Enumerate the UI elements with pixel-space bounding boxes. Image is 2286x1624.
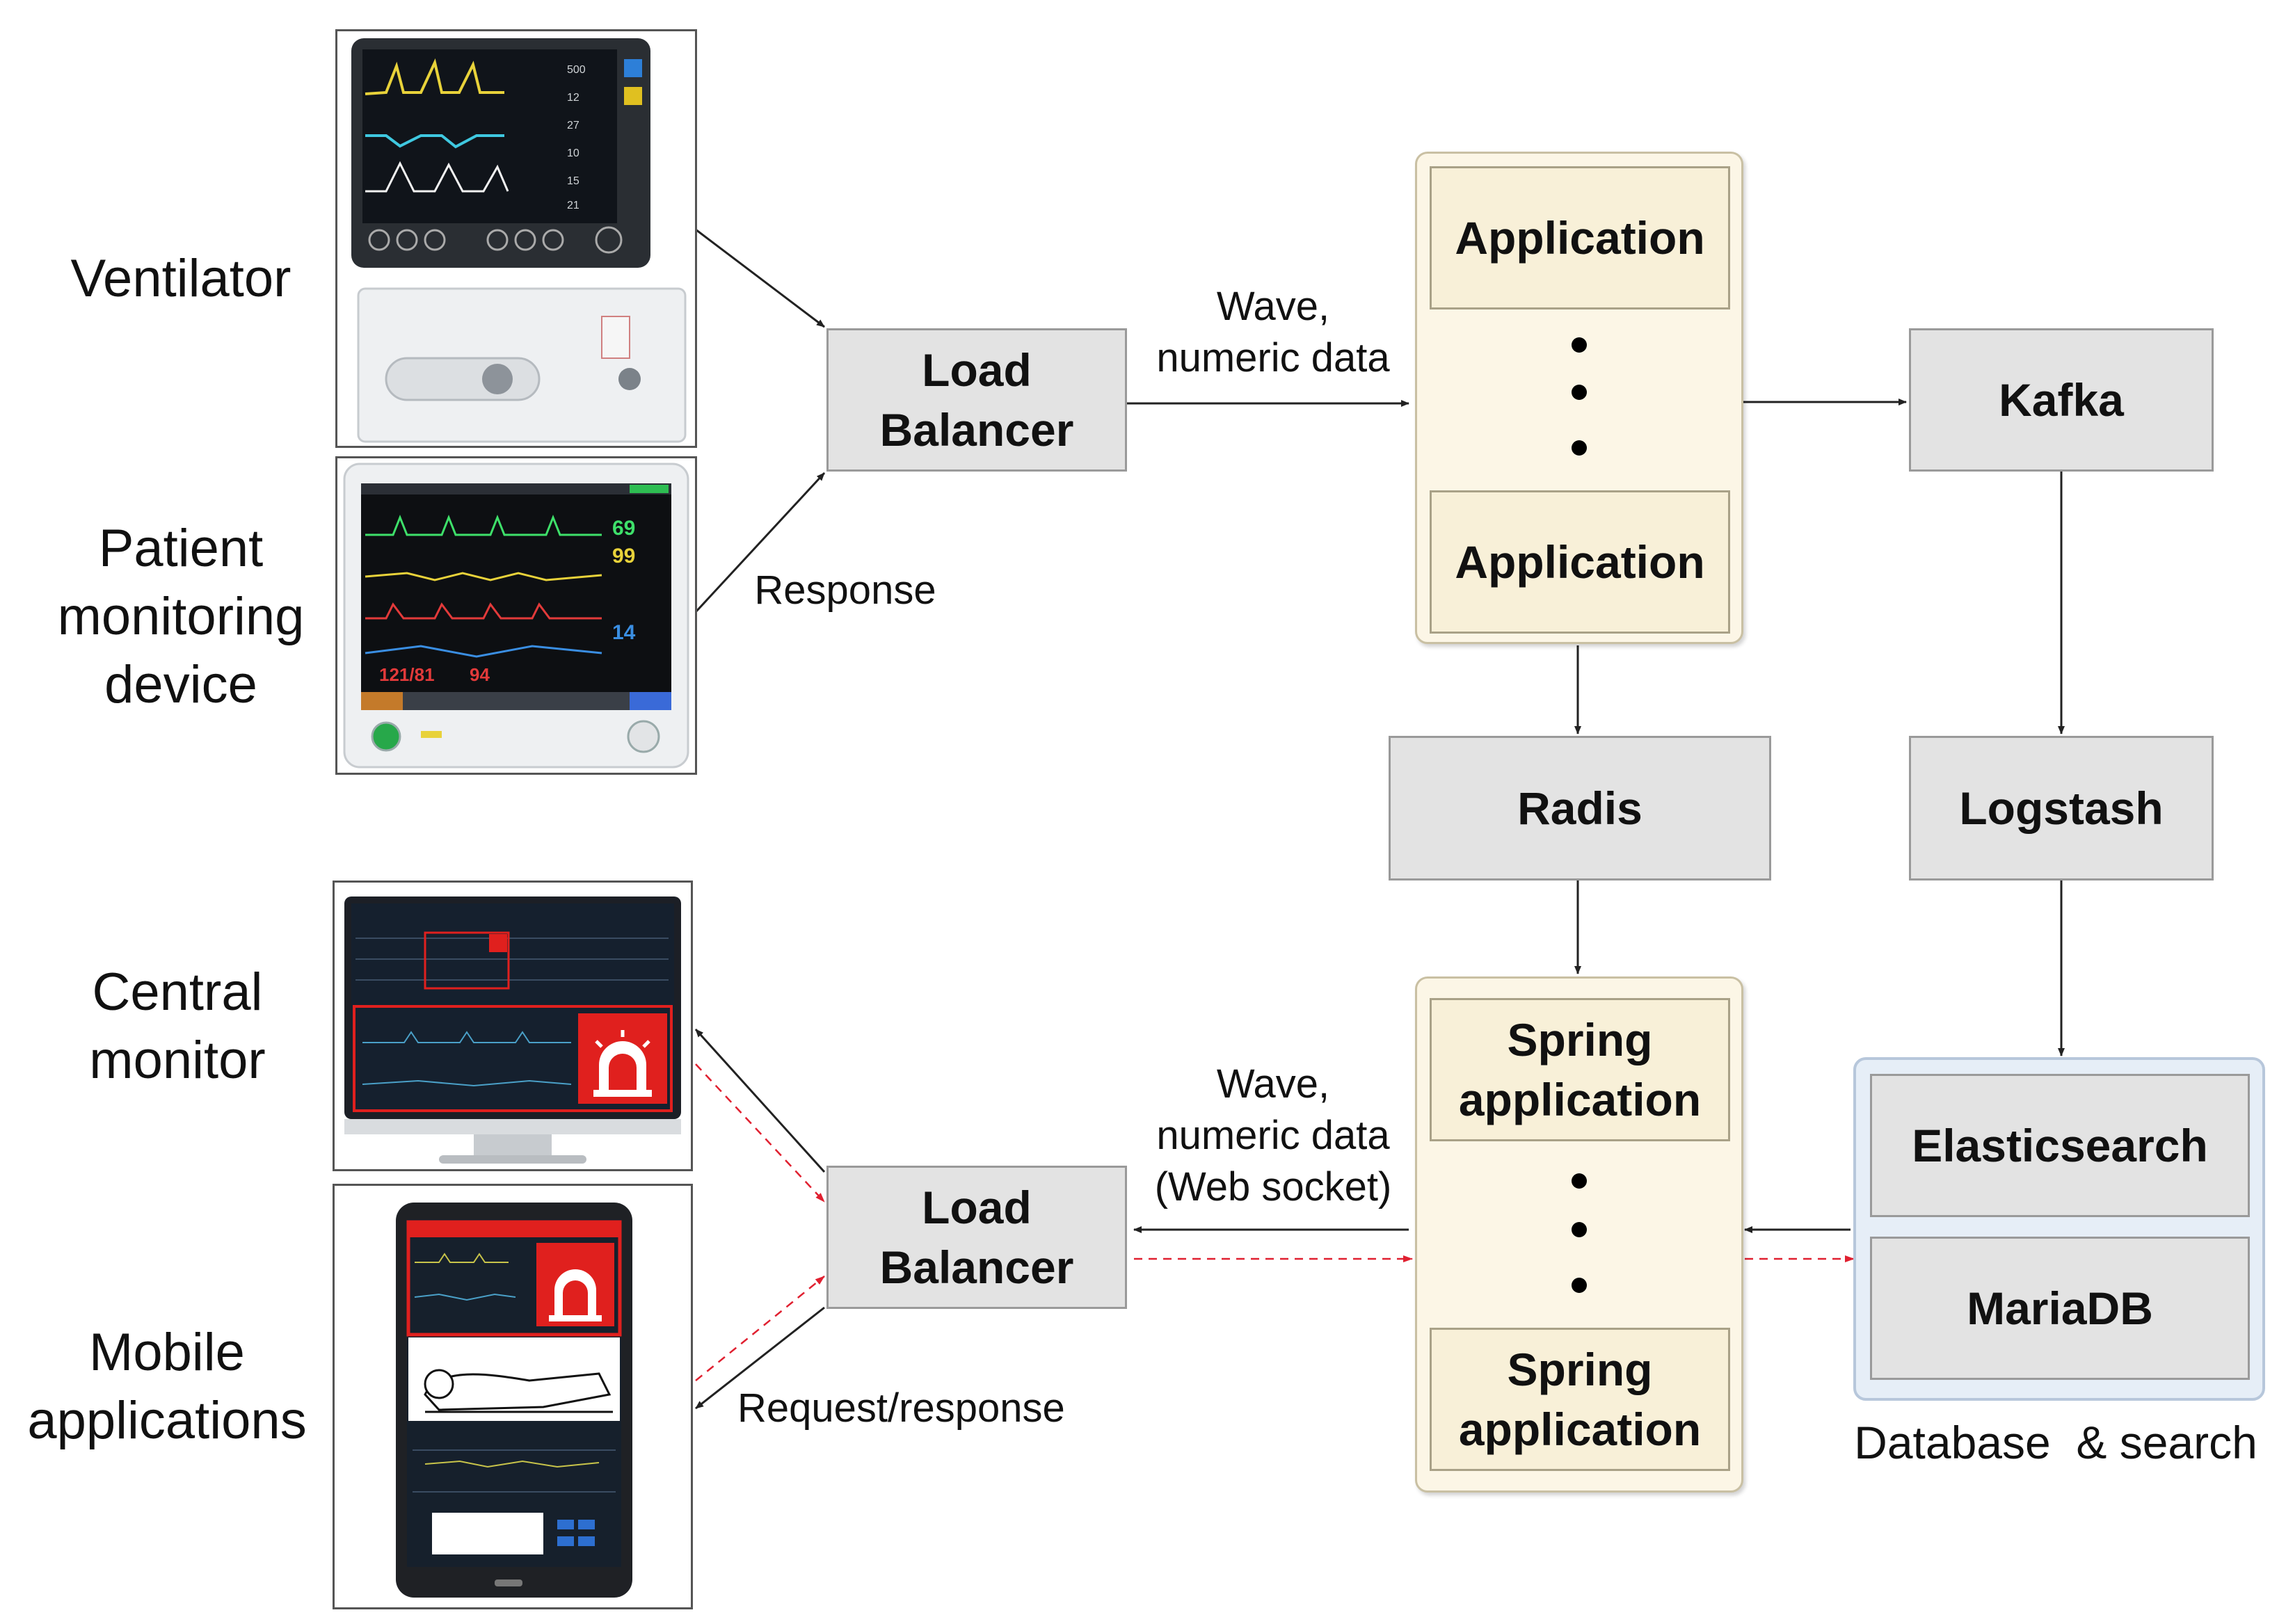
- application-node-1: Application: [1430, 166, 1730, 309]
- mobile-illustration: [396, 1203, 632, 1598]
- central-monitor-illustration: [344, 897, 681, 1164]
- elasticsearch-node: Elasticsearch: [1870, 1074, 2250, 1217]
- patient-monitor-image: 69 99 14 121/81 94: [335, 456, 697, 775]
- ellipsis-dot: [1572, 337, 1587, 353]
- arrow-monitor-to-lb: [694, 472, 826, 613]
- label-mobile: Mobile applications: [27, 1323, 307, 1450]
- application-cluster: Application Application: [1415, 152, 1743, 644]
- spring-application-node-1: Spring application: [1430, 998, 1730, 1141]
- patient-monitor-illustration: 69 99 14 121/81 94: [343, 463, 689, 769]
- ellipsis-dot: [1572, 385, 1587, 400]
- svg-text:121/81: 121/81: [379, 664, 435, 685]
- label-response: Response: [754, 568, 936, 613]
- label-wave-bottom: Wave, numeric data (Web socket): [1154, 1061, 1392, 1209]
- alarm-arrow-mobile-to-lb: [695, 1276, 825, 1381]
- mariadb-node: MariaDB: [1870, 1237, 2250, 1380]
- mobile-image: [333, 1184, 693, 1609]
- label-ventilator: Ventilator: [70, 249, 291, 308]
- ellipsis-dot: [1572, 1173, 1587, 1189]
- svg-text:21: 21: [567, 200, 580, 211]
- load-balancer-bottom: Load Balancer: [826, 1166, 1127, 1309]
- label-central-monitor: Central monitor: [89, 963, 266, 1090]
- radis-node: Radis: [1389, 736, 1771, 881]
- label-patient-monitor: Patient monitoring device: [57, 519, 305, 714]
- central-monitor-image: [333, 881, 693, 1171]
- ellipsis-dot: [1572, 1222, 1587, 1237]
- ventilator-image: 500 12 27 10 15 21: [335, 29, 697, 448]
- database-search-group: Elasticsearch MariaDB: [1853, 1057, 2265, 1401]
- load-balancer-top: Load Balancer: [826, 328, 1127, 472]
- svg-text:500: 500: [567, 64, 586, 76]
- spring-application-cluster: Spring application Spring application: [1415, 976, 1743, 1493]
- svg-text:14: 14: [612, 621, 636, 644]
- label-database-search: Database & search: [1854, 1417, 2257, 1468]
- svg-text:69: 69: [612, 517, 635, 540]
- svg-text:12: 12: [567, 92, 580, 104]
- alarm-arrow-central-to-lb: [695, 1063, 825, 1203]
- label-request-response: Request/response: [737, 1385, 1065, 1431]
- ellipsis-dot: [1572, 440, 1587, 456]
- svg-text:27: 27: [567, 120, 580, 131]
- svg-text:99: 99: [612, 545, 635, 568]
- svg-text:15: 15: [567, 175, 580, 187]
- svg-text:10: 10: [567, 147, 580, 159]
- ventilator-illustration: 500 12 27 10 15 21: [351, 38, 687, 443]
- ellipsis-dot: [1572, 1278, 1587, 1293]
- application-node-2: Application: [1430, 490, 1730, 634]
- label-wave-top: Wave, numeric data: [1156, 284, 1390, 380]
- arrow-lb-to-central-monitor: [694, 1028, 826, 1173]
- svg-text:94: 94: [470, 664, 490, 685]
- arrow-lb-to-mobile: [695, 1306, 825, 1410]
- logstash-node: Logstash: [1909, 736, 2214, 881]
- spring-application-node-2: Spring application: [1430, 1328, 1730, 1471]
- arrow-ventilator-to-lb: [695, 228, 825, 328]
- kafka-node: Kafka: [1909, 328, 2214, 472]
